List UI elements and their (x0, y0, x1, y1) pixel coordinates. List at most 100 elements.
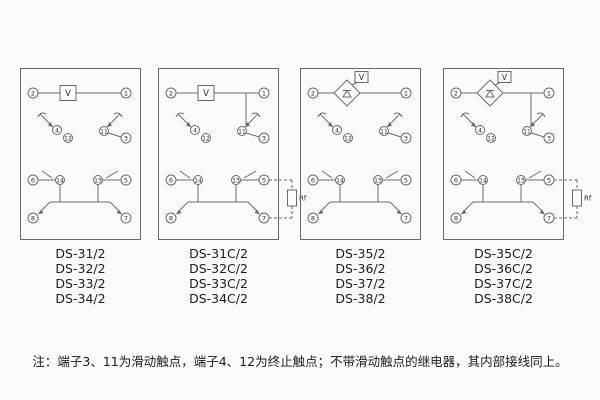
model-label: DS-31C/2 (189, 246, 248, 261)
svg-text:11: 11 (100, 128, 108, 135)
svg-text:8: 8 (31, 215, 35, 223)
terminal-8 (27, 212, 39, 224)
contact-arrow-icon (244, 122, 250, 128)
model-label: DS-34/2 (55, 291, 106, 306)
sliding-contacts-row: 4 12 11 3 (175, 112, 270, 144)
terminal-4 (332, 125, 342, 135)
model-list: DS-31/2 DS-32/2 DS-33/2 DS-34/2 (20, 246, 141, 306)
terminal-3 (543, 132, 555, 144)
contact-arrow-icon (386, 122, 392, 128)
svg-text:Rf: Rf (584, 195, 592, 203)
model-label: DS-35/2 (335, 246, 386, 261)
panel-border (158, 68, 279, 240)
svg-text:12: 12 (64, 135, 72, 142)
contact-arrow-icon (396, 209, 402, 215)
svg-text:8: 8 (454, 215, 458, 223)
relay-schematic-rectifier: 2 V 1 4 12 11 (300, 68, 421, 240)
svg-text:4: 4 (55, 127, 59, 134)
svg-text:5: 5 (262, 177, 266, 185)
rf-resistor-circuit: Rf (554, 179, 592, 219)
rf-resistor (287, 189, 297, 207)
svg-text:1: 1 (404, 90, 408, 98)
terminal-12 (343, 133, 353, 143)
svg-text:13: 13 (374, 177, 382, 184)
svg-text:7: 7 (262, 215, 266, 223)
terminal-12 (486, 133, 496, 143)
panel-ds-35-group: 2 V 1 4 12 11 (300, 68, 450, 306)
relay-schematic-with-rf: 2 V 1 4 12 11 3 6 (158, 68, 307, 240)
contact-arrow-icon (539, 209, 545, 215)
sliding-contacts-row: 4 12 11 3 (37, 112, 132, 144)
contact-arrow-icon (471, 122, 477, 128)
svg-text:V: V (359, 73, 365, 82)
sliding-contacts-row: 4 12 11 3 (317, 112, 412, 144)
coil-row: 2 V 1 (307, 71, 412, 107)
contact-arrow-icon (254, 209, 260, 215)
svg-text:4: 4 (335, 127, 339, 134)
svg-text:14: 14 (336, 177, 344, 184)
terminal-4 (190, 125, 200, 135)
terminal-11 (522, 126, 532, 136)
terminal-1 (120, 87, 132, 99)
svg-text:12: 12 (202, 135, 210, 142)
svg-text:3: 3 (404, 135, 408, 143)
svg-text:5: 5 (547, 177, 551, 185)
svg-text:3: 3 (124, 135, 128, 143)
svg-text:V: V (203, 89, 209, 99)
footnote: 注：端子3、11为滑动触点，端子4、12为终止触点；不带滑动触点的继电器，其内部… (32, 354, 568, 369)
svg-text:5: 5 (124, 177, 128, 185)
terminal-8 (450, 212, 462, 224)
diode-icon (342, 89, 352, 98)
contact-arrow-icon (461, 209, 467, 215)
svg-text:13: 13 (517, 177, 525, 184)
svg-text:6: 6 (169, 177, 173, 185)
panel-ds-35c-group: 2 V 1 4 12 11 (443, 68, 593, 306)
svg-text:12: 12 (344, 135, 352, 142)
contact-arrow-icon (328, 122, 334, 128)
model-label: DS-37C/2 (474, 276, 533, 291)
model-label: DS-38C/2 (474, 291, 533, 306)
model-label: DS-36C/2 (474, 261, 533, 276)
terminal-11 (99, 126, 109, 136)
svg-text:13: 13 (232, 177, 240, 184)
terminal-1 (258, 87, 270, 99)
output-contacts-row: 6 14 5 13 8 7 (165, 170, 270, 224)
rectifier-icon (333, 79, 361, 107)
svg-text:4: 4 (478, 127, 482, 134)
svg-text:3: 3 (547, 135, 551, 143)
coil-row: 2 V 1 (165, 85, 270, 125)
voltage-element (354, 71, 369, 83)
svg-text:6: 6 (454, 177, 458, 185)
terminal-3 (258, 132, 270, 144)
svg-text:8: 8 (169, 215, 173, 223)
svg-text:11: 11 (238, 128, 246, 135)
rf-resistor-circuit: Rf (269, 179, 307, 219)
coil-row: 2 V 1 (27, 85, 132, 101)
model-label: DS-35C/2 (474, 246, 533, 261)
terminal-12 (201, 133, 211, 143)
contact-arrow-icon (116, 209, 122, 215)
svg-text:6: 6 (31, 177, 35, 185)
svg-text:4: 4 (193, 127, 197, 134)
contact-arrow-icon (48, 122, 54, 128)
svg-text:2: 2 (311, 90, 315, 98)
model-label: DS-33C/2 (189, 276, 248, 291)
diode-icon (485, 89, 495, 98)
model-label: DS-32C/2 (189, 261, 248, 276)
panel-border (300, 68, 421, 240)
contact-arrow-icon (176, 209, 182, 215)
svg-text:7: 7 (124, 215, 128, 223)
model-label: DS-38/2 (335, 291, 386, 306)
model-label: DS-37/2 (335, 276, 386, 291)
terminal-1 (543, 87, 555, 99)
contact-arrow-icon (38, 209, 44, 215)
svg-text:14: 14 (479, 177, 487, 184)
model-list: DS-35/2 DS-36/2 DS-37/2 DS-38/2 (300, 246, 421, 306)
model-list: DS-35C/2 DS-36C/2 DS-37C/2 DS-38C/2 (443, 246, 564, 306)
contact-arrow-icon (106, 122, 112, 128)
rectifier-icon (476, 79, 504, 107)
terminal-7 (400, 212, 412, 224)
svg-text:12: 12 (487, 135, 495, 142)
output-contacts-row: 6 14 5 13 8 7 (27, 170, 132, 224)
model-label: DS-36/2 (335, 261, 386, 276)
